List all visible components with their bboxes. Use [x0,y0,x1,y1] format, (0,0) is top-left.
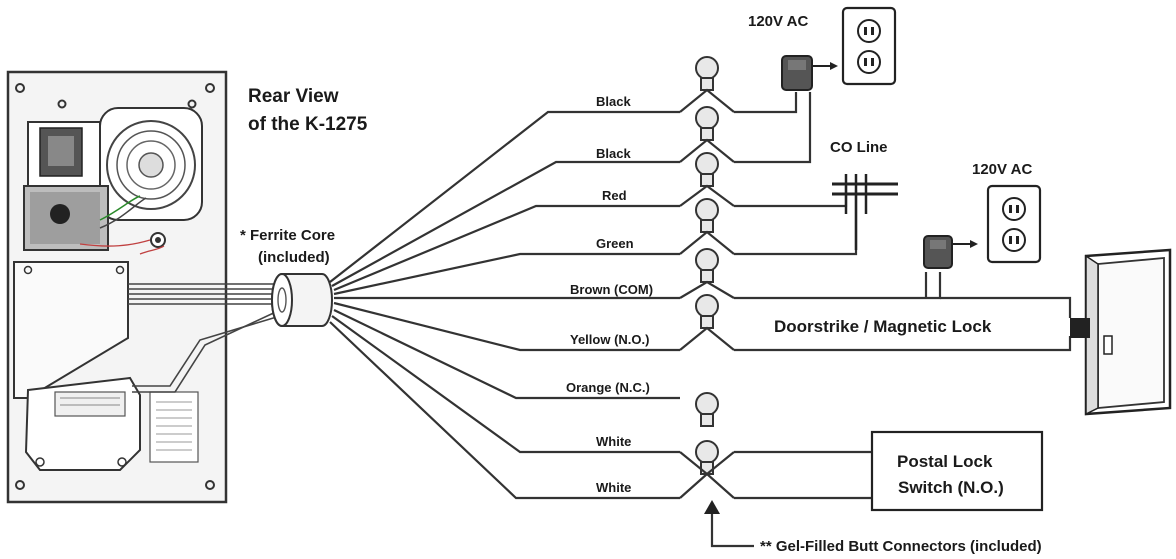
butt-connector-pointer [704,500,754,548]
butt-connector-brown [679,248,735,299]
fanout-wires [329,110,680,500]
butt-connectors-label: ** Gel-Filled Butt Connectors (included) [760,538,1042,555]
wire-label-white-1: White [596,434,631,449]
wire-label-yellow: Yellow (N.O.) [570,332,649,347]
title-line-1: Rear View [248,86,339,107]
wire-label-black-1: Black [596,94,631,109]
power-adapter-right [923,235,978,269]
butt-connector-white-1 [679,440,735,476]
postal-lock-box [870,430,1044,512]
butt-connector-orange [695,392,719,427]
doorstrike-label: Doorstrike / Magnetic Lock [774,317,992,336]
co-line-pole [832,174,898,250]
butt-connector-green [679,198,735,255]
wire-label-brown: Brown (COM) [570,282,653,297]
door-icon [1070,248,1172,416]
power-label-right: 120V AC [972,161,1032,178]
butt-connector-red [679,152,735,207]
intercom-rear-panel [6,70,228,504]
butt-connector-white-2 [679,472,735,499]
outlet-top [841,6,897,86]
wire-label-black-2: Black [596,146,631,161]
ferrite-label-2: (included) [258,249,330,266]
cable-bundle [128,283,281,393]
butt-connector-yellow [679,294,735,351]
wire-label-orange: Orange (N.C.) [566,380,650,395]
wire-label-white-2: White [596,480,631,495]
co-line-label: CO Line [830,139,888,156]
ferrite-core [271,273,333,327]
title-line-2: of the K-1275 [248,114,368,135]
outlet-right [986,184,1042,264]
ferrite-label-1: * Ferrite Core [240,227,335,244]
butt-connector-black-2 [679,106,735,163]
butt-connectors [679,56,735,499]
wire-label-red: Red [602,188,627,203]
butt-connector-black-1 [679,56,735,113]
wire-label-green: Green [596,236,634,251]
power-adapter-top [781,55,838,91]
postal-lock-label-1: Postal Lock [897,452,993,471]
speaker-icon [99,107,203,221]
postal-lock-label-2: Switch (N.O.) [898,478,1004,497]
power-label-top: 120V AC [748,13,808,30]
